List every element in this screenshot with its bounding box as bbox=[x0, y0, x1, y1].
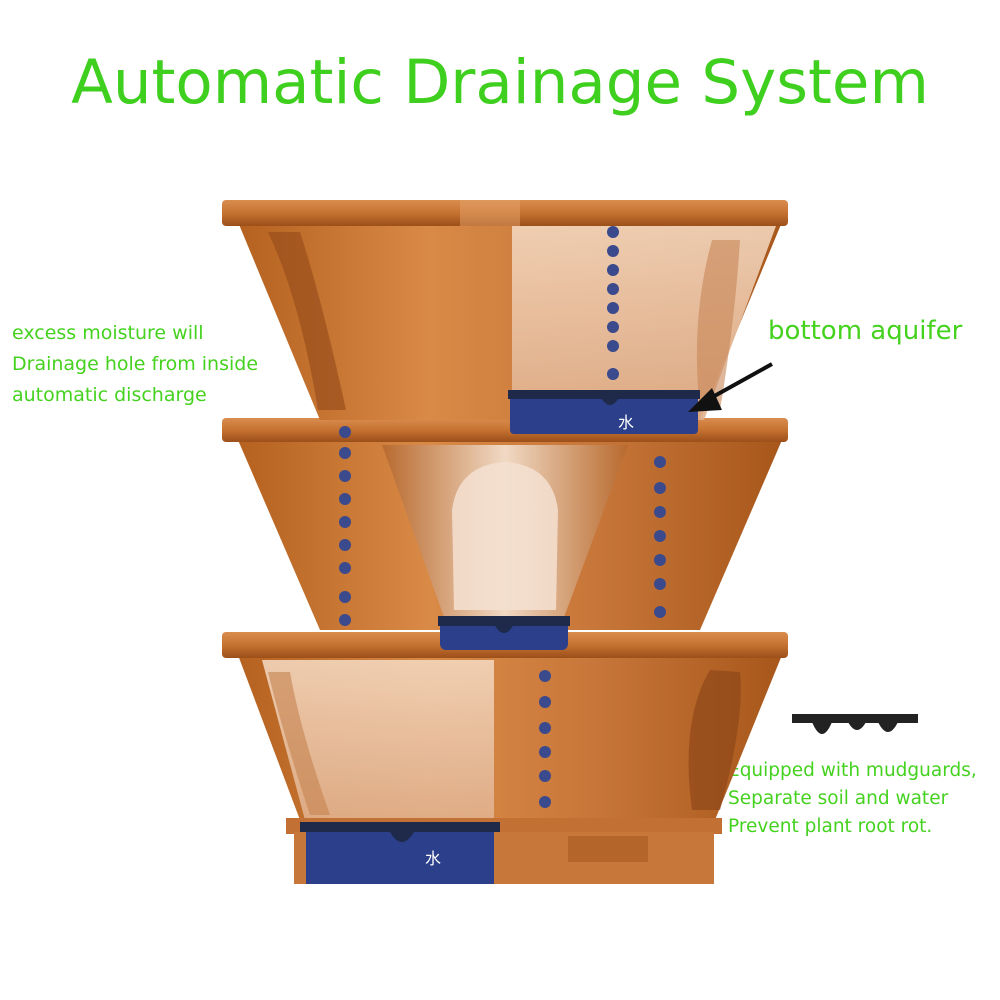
mudguard-note: Equipped with mudguards, Separate soil a… bbox=[728, 757, 977, 841]
bottom-water-char: 水 bbox=[425, 849, 441, 868]
mudguard-note-line: Separate soil and water bbox=[728, 788, 949, 809]
top-pot bbox=[222, 200, 788, 434]
drainage-note-line: Drainage hole from inside bbox=[12, 353, 259, 375]
bottom-pot bbox=[222, 632, 788, 884]
mudguard-note-line: Equipped with mudguards, bbox=[728, 760, 977, 781]
water-drops bbox=[339, 226, 666, 808]
aquifer-label: bottom aquifer bbox=[768, 316, 963, 346]
drainage-note-line: automatic discharge bbox=[12, 384, 207, 406]
mudguard-note-line: Prevent plant root rot. bbox=[728, 816, 933, 837]
middle-pot bbox=[222, 418, 788, 650]
mudguard-icon bbox=[792, 714, 918, 734]
drainage-note-line: excess moisture will bbox=[12, 322, 204, 344]
top-water-char: 水 bbox=[618, 413, 634, 432]
drainage-note: excess moisture will Drainage hole from … bbox=[12, 318, 258, 411]
top-water-reservoir bbox=[510, 392, 698, 434]
aquifer-arrow bbox=[688, 362, 773, 412]
diagram-title: Automatic Drainage System bbox=[71, 47, 929, 118]
